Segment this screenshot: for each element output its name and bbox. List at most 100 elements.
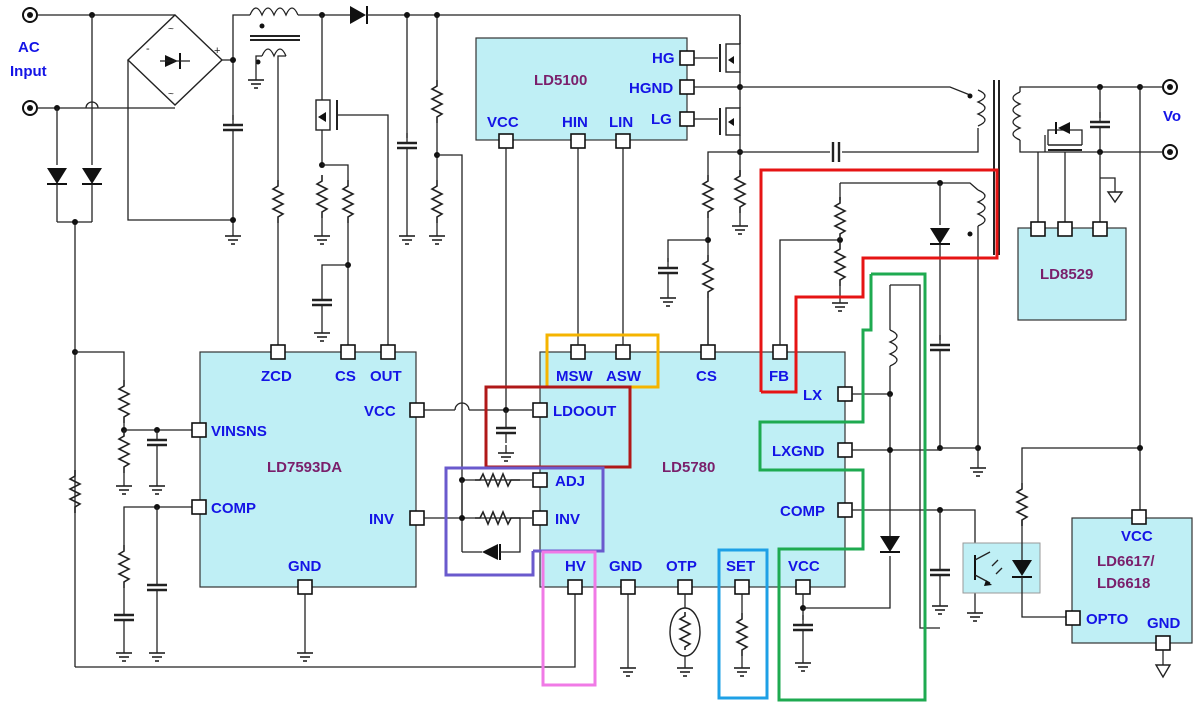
ld5780-label-gnd: GND	[609, 558, 643, 575]
highlight-boxes	[444, 168, 999, 702]
ld8529-pin-3	[1092, 221, 1108, 237]
ld7593da-label-inv: INV	[369, 511, 394, 528]
ld5100-pin-vcc	[498, 133, 514, 149]
ac-input-section: AC Input - + ~ ~	[10, 7, 576, 668]
ld5100-label-hin: HIN	[562, 114, 588, 131]
ld7593da-label-gnd: GND	[288, 558, 322, 575]
svg-text:-: -	[146, 43, 150, 55]
ld6617-label-opto: OPTO	[1086, 611, 1129, 628]
svg-text:~: ~	[168, 89, 174, 100]
half-bridge	[656, 15, 979, 345]
ld7593da-label-comp: COMP	[211, 500, 256, 517]
ld8529-name: LD8529	[1040, 266, 1093, 283]
ld5780-label-inv: INV	[555, 511, 580, 528]
ld7593da-label-vinsns: VINSNS	[211, 423, 267, 440]
ld7593da-pin-zcd	[270, 344, 286, 360]
ld7593da-label-zcd: ZCD	[261, 368, 292, 385]
ld6617-chip: VCC LD6617/ LD6618 OPTO GND	[1065, 509, 1193, 679]
highlight-fb	[759, 168, 999, 394]
ld7593da-label-cs: CS	[335, 368, 356, 385]
adj-inv-network	[459, 471, 532, 560]
ld7593da-pin-cs	[340, 344, 356, 360]
bridge-rectifier	[126, 14, 224, 106]
ld5780-pin-lxgnd	[837, 442, 853, 458]
ld5780-pin-vcc	[795, 579, 811, 595]
ld7593da-pin-vinsns	[191, 422, 207, 438]
ld5780-pin-hv	[567, 579, 583, 595]
ld5100-name: LD5100	[534, 72, 587, 89]
ld5780-pin-adj	[532, 472, 548, 488]
ld5780-label-ldoout: LDOOUT	[553, 403, 616, 420]
ld5780-label-cs: CS	[696, 368, 717, 385]
ld6617-pin-gnd	[1155, 635, 1171, 651]
ld6617-label-vcc: VCC	[1121, 528, 1153, 545]
highlight-adj-inv	[444, 466, 605, 577]
ld5780-label-asw: ASW	[606, 368, 642, 385]
ld5780-label-msw: MSW	[556, 368, 594, 385]
ld6617-pin-vcc	[1131, 509, 1147, 525]
ld5780-pin-cs	[700, 344, 716, 360]
ld6617-name-line1: LD6617/	[1097, 553, 1155, 570]
ld7593da-label-out: OUT	[370, 368, 402, 385]
ld7593da-pin-comp	[191, 499, 207, 515]
ld5100-label-vcc: VCC	[487, 114, 519, 131]
ac-terminal-top	[22, 7, 38, 23]
ld5780-label-hv: HV	[565, 558, 586, 575]
highlight-lx	[758, 272, 927, 702]
ld5100-pin-lg	[679, 111, 695, 127]
ld7593da-name: LD7593DA	[267, 459, 342, 476]
ld5780-label-otp: OTP	[666, 558, 697, 575]
ld5780-label-lxgnd: LXGND	[772, 443, 825, 460]
ld5780-label-vcc: VCC	[788, 558, 820, 575]
highlight-set	[717, 548, 769, 700]
ld7593da-chip: LD7593DA ZCD CS OUT VINSNS COMP VCC INV …	[191, 344, 425, 662]
ld5780-pin-set	[734, 579, 750, 595]
ld5780-label-lx: LX	[803, 387, 822, 404]
pfc-stage	[247, 6, 740, 518]
ld5780-pin-lx	[837, 386, 853, 402]
ld5100-label-lin: LIN	[609, 114, 633, 131]
vo-terminal-top	[1162, 79, 1178, 95]
ld6617-name-line2: LD6618	[1097, 575, 1150, 592]
ld5780-pin-fb	[772, 344, 788, 360]
ld7593da-pin-inv	[409, 510, 425, 526]
ld5100-pin-hgnd	[679, 79, 695, 95]
ld5780-pin-ldoout	[532, 402, 548, 418]
ld6617-pin-opto	[1065, 610, 1081, 626]
ld5100-pin-lin	[615, 133, 631, 149]
ld5780-pin-asw	[615, 344, 631, 360]
ld8529-chip: LD8529	[1017, 221, 1127, 321]
ld5780-pin-comp	[837, 502, 853, 518]
highlight-hv	[541, 550, 597, 687]
ld7593da-pin-out	[380, 344, 396, 360]
ld6617-label-gnd: GND	[1147, 615, 1181, 632]
ld5780-pin-otp	[677, 579, 693, 595]
svg-text:~: ~	[168, 24, 174, 35]
ld5780-name: LD5780	[662, 459, 715, 476]
transformer: Vo	[967, 79, 1181, 515]
ld5780-pin-gnd	[620, 579, 636, 595]
ld5100-label-lg: LG	[651, 111, 672, 128]
ld5100-pin-hin	[570, 133, 586, 149]
ac-input-label-line1: AC	[18, 39, 40, 56]
ld5780-label-fb: FB	[769, 368, 789, 385]
svg-text:+: +	[214, 45, 220, 57]
ld7593da-pin-vcc	[409, 402, 425, 418]
ld5100-chip: LD5100 HG HGND LG VCC HIN LIN	[475, 37, 695, 149]
ld8529-pin-1	[1030, 221, 1046, 237]
ld7593da-pin-gnd	[297, 579, 313, 595]
ld5780-pin-msw	[570, 344, 586, 360]
ac-input-label-line2: Input	[10, 63, 47, 80]
ld5100-label-hgnd: HGND	[629, 80, 673, 97]
ld7593da-label-vcc: VCC	[364, 403, 396, 420]
ld5100-pin-hg	[679, 50, 695, 66]
ld5780-label-set: SET	[726, 558, 755, 575]
ld8529-pin-2	[1057, 221, 1073, 237]
ld5780-label-adj: ADJ	[555, 473, 585, 490]
vo-label: Vo	[1163, 108, 1181, 125]
ld5780-label-comp: COMP	[780, 503, 825, 520]
ac-terminal-bottom	[22, 100, 38, 116]
optocoupler	[962, 445, 1143, 618]
vo-terminal-bottom	[1162, 144, 1178, 160]
